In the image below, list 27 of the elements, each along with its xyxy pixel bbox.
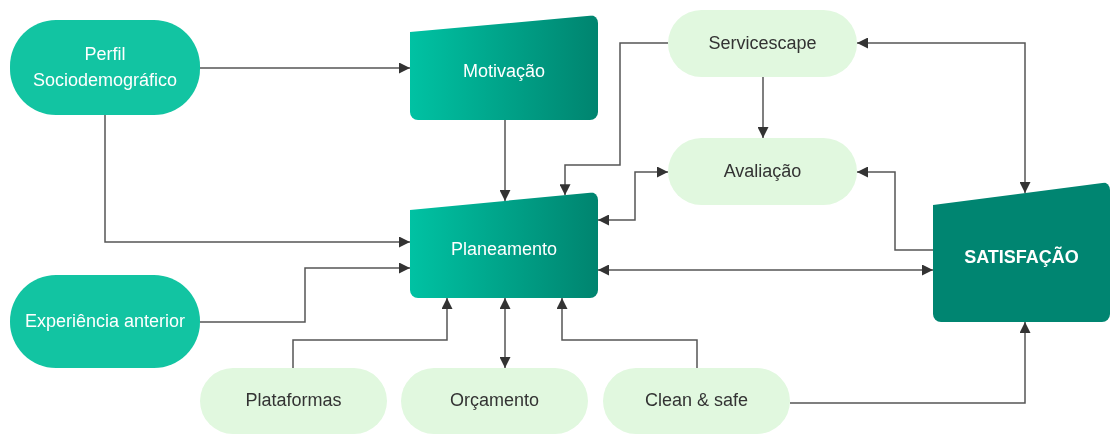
- arrow: [597, 166, 669, 226]
- arrow: [559, 42, 669, 196]
- arrow: [597, 264, 934, 276]
- node-label: Clean & safe: [643, 389, 750, 413]
- node-label: Avaliação: [722, 159, 803, 183]
- trapezoid-box: [410, 192, 598, 298]
- node-label: Orçamento: [448, 389, 540, 413]
- arrow: [199, 262, 411, 323]
- node-label: Motivação: [461, 60, 546, 84]
- arrow: [757, 76, 769, 139]
- arrow: [499, 119, 511, 202]
- node-label: Servicescape: [707, 31, 818, 55]
- node-label: Plataformas: [244, 389, 343, 413]
- node-label: SATISFAÇÃO: [963, 245, 1080, 270]
- arrow: [292, 297, 453, 369]
- arrow: [556, 297, 698, 369]
- node-label: Experiência anterior: [23, 309, 187, 333]
- arrow: [104, 114, 411, 248]
- arrow: [856, 166, 934, 251]
- trapezoid-box: [933, 182, 1110, 322]
- arrow: [789, 321, 1031, 404]
- arrow: [856, 37, 1031, 194]
- arrow: [499, 297, 511, 369]
- arrow: [199, 62, 411, 74]
- node-label: Perfil Sociodemográfico: [31, 43, 179, 92]
- trapezoid-box: [410, 15, 598, 120]
- node-label: Planeamento: [449, 237, 559, 261]
